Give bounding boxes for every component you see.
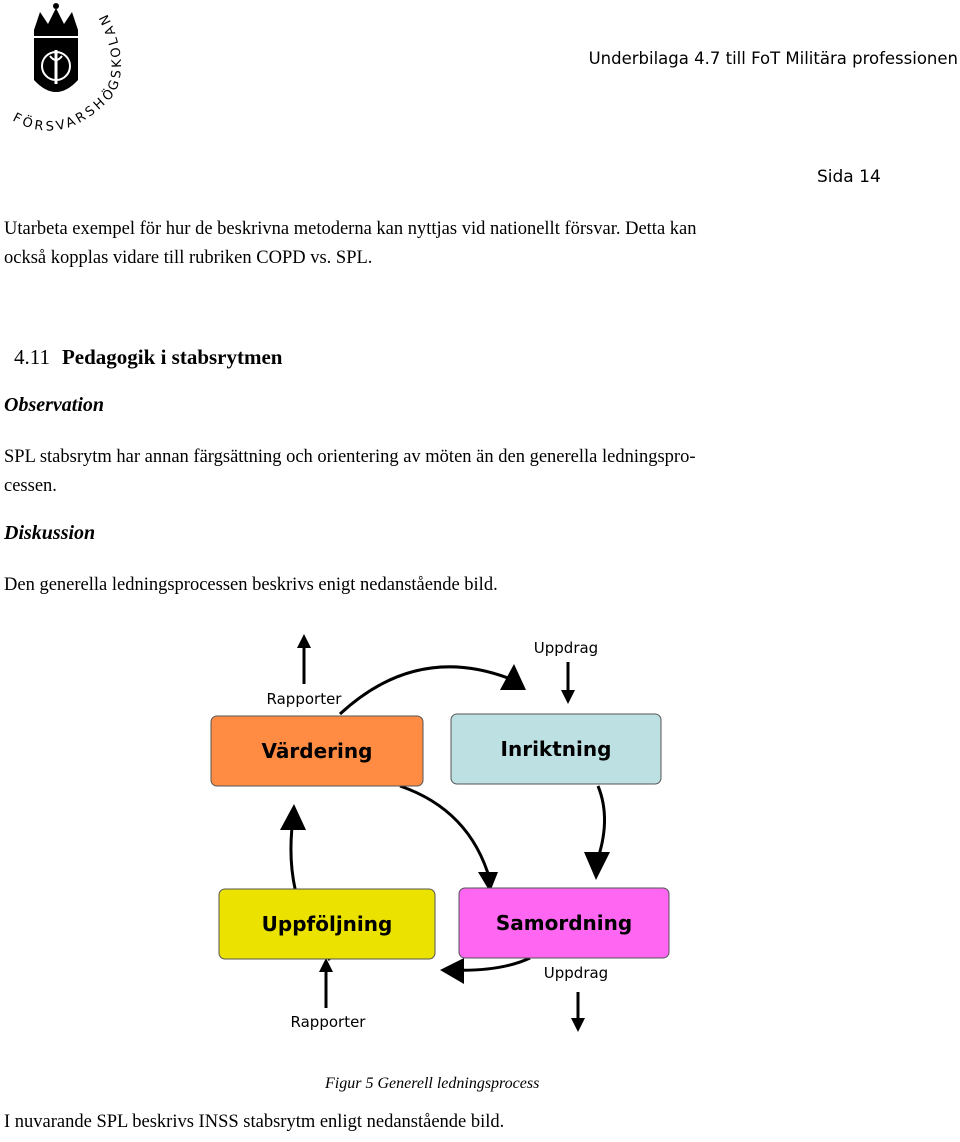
rapporter-bottom-label: Rapporter	[291, 1013, 367, 1031]
cycle-arrow-left-icon	[280, 804, 306, 830]
intro-paragraph: Utarbeta exempel för hur de beskrivna me…	[4, 215, 697, 273]
section-heading: 4.11 Pedagogik i stabsrytmen	[14, 345, 282, 370]
rapporter-bottom-arrow-icon	[319, 958, 333, 972]
intro-line-1: Utarbeta exempel för hur de beskrivna me…	[4, 219, 697, 239]
arc-vardering-samordning	[399, 784, 492, 881]
uppdrag-top-label: Uppdrag	[534, 639, 598, 657]
fhs-logo: FÖRSVARSHÖGSKOLAN	[4, 0, 136, 145]
rapporter-top-label: Rapporter	[267, 690, 343, 708]
cycle-arrow-bottom-icon	[440, 958, 464, 984]
page-number: Sida 14	[817, 167, 881, 187]
section-title: Pedagogik i stabsrytmen	[61, 345, 283, 369]
arc-vardering-inriktning	[338, 665, 519, 716]
figure-caption: Figur 5 Generell ledningsprocess	[325, 1075, 540, 1092]
closing-paragraph: I nuvarande SPL beskrivs INSS stabsrytm …	[4, 1112, 505, 1132]
crown-emblem-icon: FÖRSVARSHÖGSKOLAN	[10, 3, 122, 135]
uppdrag-top-arrow-icon	[561, 690, 575, 704]
process-diagram: Värdering Inriktning Uppföljning Samordn…	[210, 634, 670, 1032]
diskussion-paragraph: Den generella ledningsprocessen beskrivs…	[4, 575, 498, 595]
cycle-arrow-right-icon	[584, 852, 610, 880]
observation-line-2: cessen.	[4, 476, 57, 496]
box-vardering: Värdering	[210, 715, 424, 787]
box-uppfoljning: Uppföljning	[218, 888, 436, 960]
box-inriktning: Inriktning	[450, 713, 662, 785]
box-inriktning-label: Inriktning	[501, 737, 612, 761]
intro-line-2: också kopplas vidare till rubriken COPD …	[4, 248, 373, 268]
diskussion-heading: Diskussion	[4, 522, 96, 544]
box-samordning: Samordning	[458, 887, 670, 959]
observation-paragraph: SPL stabsrytm har annan färgsättning och…	[4, 443, 696, 501]
box-uppfoljning-label: Uppföljning	[262, 912, 393, 936]
cycle-arrow-inner-icon	[478, 872, 498, 892]
section-number: 4.11	[14, 345, 50, 369]
box-vardering-label: Värdering	[262, 739, 373, 763]
uppdrag-bottom-label: Uppdrag	[544, 964, 608, 982]
observation-heading: Observation	[4, 394, 104, 416]
box-samordning-label: Samordning	[496, 911, 632, 935]
cycle-arrow-top-icon	[500, 664, 526, 690]
uppdrag-bottom-arrow-icon	[571, 1018, 585, 1032]
rapporter-top-arrow-icon	[297, 634, 311, 648]
document-header-title: Underbilaga 4.7 till FoT Militära profes…	[588, 49, 958, 68]
observation-line-1: SPL stabsrytm har annan färgsättning och…	[4, 447, 696, 467]
